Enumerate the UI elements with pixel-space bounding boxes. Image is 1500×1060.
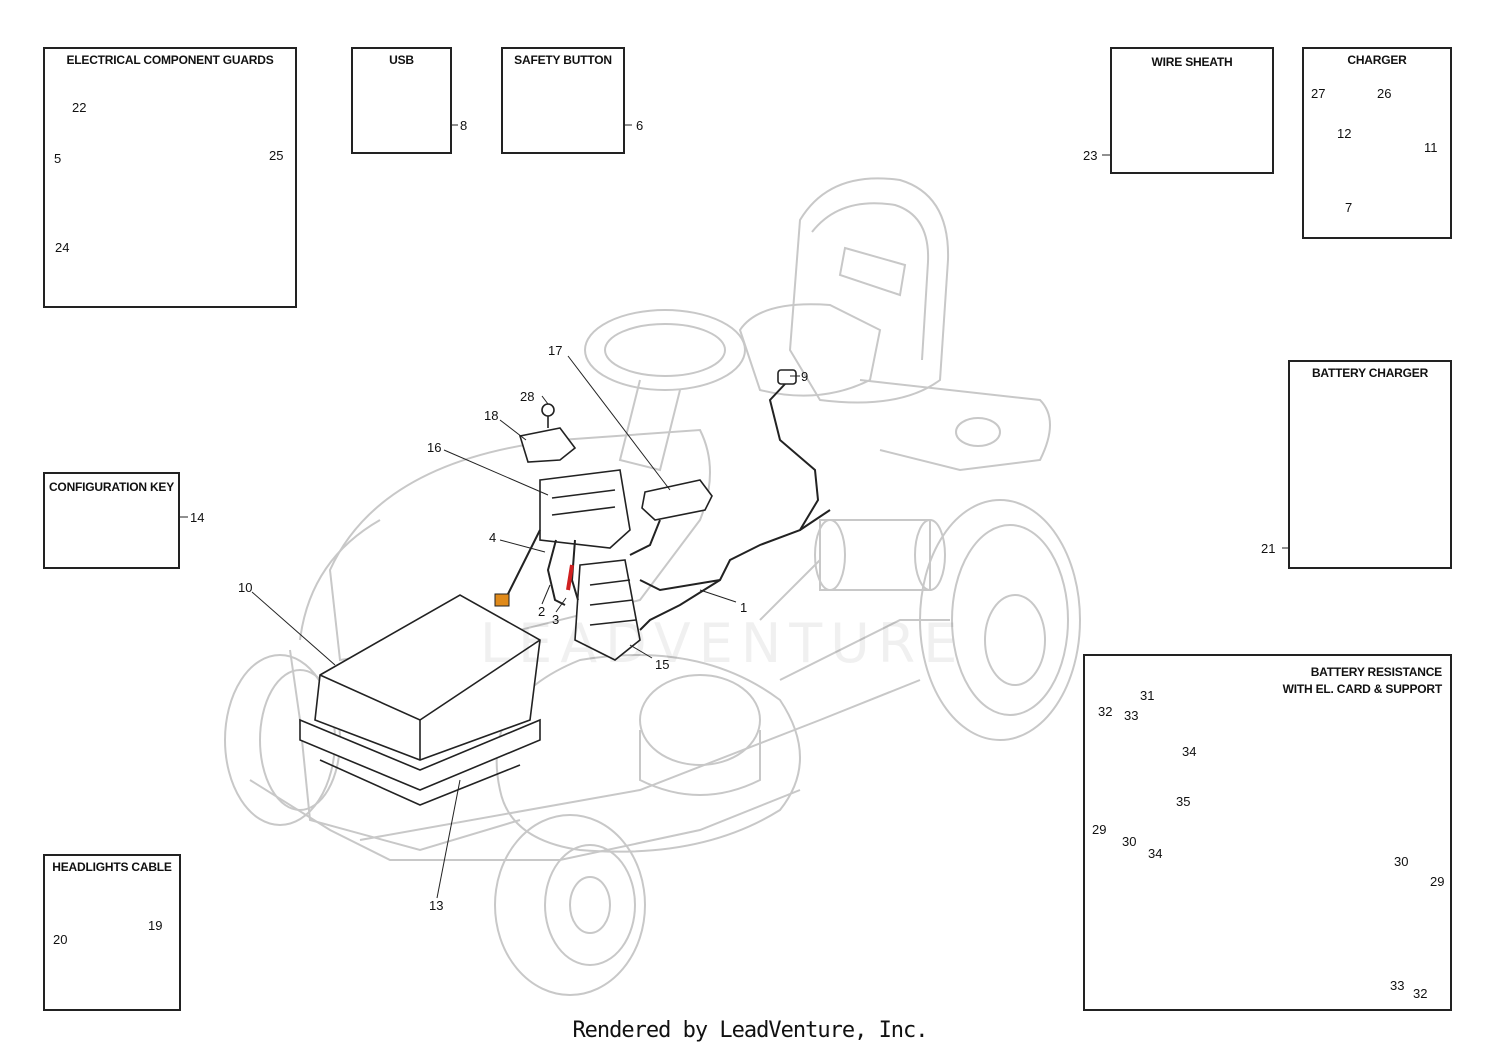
callout-21: 21 <box>1261 541 1276 556</box>
callout-8: 8 <box>460 118 468 133</box>
callout-32-b: 32 <box>1413 986 1428 1001</box>
charger-title: CHARGER <box>1347 53 1407 67</box>
controller-16 <box>539 469 631 549</box>
usb-box: USB <box>351 47 452 154</box>
callout-32-a: 32 <box>1098 704 1113 719</box>
footer-credit: Rendered by LeadVenture, Inc. <box>572 1018 928 1043</box>
callout-25: 25 <box>269 148 284 163</box>
callout-29-b: 29 <box>1430 874 1445 889</box>
callout-16: 16 <box>427 440 442 455</box>
callout-31: 31 <box>1140 688 1155 703</box>
usb-title: USB <box>389 53 414 67</box>
callout-27: 27 <box>1311 86 1326 101</box>
leader-lines <box>251 355 800 899</box>
tray-13 <box>299 718 541 791</box>
callout-6: 6 <box>636 118 644 133</box>
electrical-guards-title: ELECTRICAL COMPONENT GUARDS <box>66 53 274 67</box>
screw-28 <box>541 403 555 417</box>
callout-2: 2 <box>538 604 546 619</box>
wire-sheath-box: WIRE SHEATH <box>1110 47 1274 174</box>
callout-24: 24 <box>55 240 70 255</box>
callout-15: 15 <box>655 657 670 672</box>
main-components <box>299 369 797 806</box>
battery-resistance-box: BATTERY RESISTANCE WITH EL. CARD & SUPPO… <box>1083 654 1452 1011</box>
callout-26: 26 <box>1377 86 1392 101</box>
battery-10 <box>314 594 541 761</box>
callout-19: 19 <box>148 918 163 933</box>
battery-resistance-title-line2: WITH EL. CARD & SUPPORT <box>1282 682 1443 696</box>
callout-33-b: 33 <box>1390 978 1405 993</box>
wire-sheath-title: WIRE SHEATH <box>1151 55 1233 69</box>
battery-charger-title: BATTERY CHARGER <box>1311 366 1429 380</box>
callout-17: 17 <box>548 343 563 358</box>
wiring-harness <box>504 383 831 631</box>
battery-charger-box: BATTERY CHARGER <box>1288 360 1452 569</box>
bracket-18 <box>518 427 577 463</box>
callout-4: 4 <box>489 530 497 545</box>
callout-33-a: 33 <box>1124 708 1139 723</box>
callout-30-b: 30 <box>1394 854 1409 869</box>
callout-18: 18 <box>484 408 499 423</box>
switch-9 <box>777 369 797 385</box>
electrical-guards-box: ELECTRICAL COMPONENT GUARDS <box>43 47 297 308</box>
cable-red <box>566 564 574 591</box>
callout-7: 7 <box>1345 200 1353 215</box>
control-unit-17 <box>641 479 713 521</box>
callout-5: 5 <box>54 151 62 166</box>
safety-button-box: SAFETY BUTTON <box>501 47 625 154</box>
callout-14: 14 <box>190 510 205 525</box>
callout-13: 13 <box>429 898 444 913</box>
watermark: LEADVENTURE <box>480 612 966 675</box>
headlights-cable-title: HEADLIGHTS CABLE <box>52 860 172 874</box>
headlights-cable-box: HEADLIGHTS CABLE <box>43 854 181 1011</box>
callout-34-b: 34 <box>1148 846 1163 861</box>
callout-35: 35 <box>1176 794 1191 809</box>
callout-34-a: 34 <box>1182 744 1197 759</box>
configuration-key-title: CONFIGURATION KEY <box>48 480 175 494</box>
battery-resistance-title-line1: BATTERY RESISTANCE <box>1310 665 1443 679</box>
callout-20: 20 <box>53 932 68 947</box>
callout-10: 10 <box>238 580 253 595</box>
tractor-outline <box>224 177 1081 996</box>
charger-box: CHARGER <box>1302 47 1452 239</box>
safety-button-title: SAFETY BUTTON <box>514 53 612 67</box>
callout-29-a: 29 <box>1092 822 1107 837</box>
callout-1: 1 <box>740 600 748 615</box>
callout-22: 22 <box>72 100 87 115</box>
callout-30-a: 30 <box>1122 834 1137 849</box>
configuration-key-box: CONFIGURATION KEY <box>43 472 180 569</box>
callout-28: 28 <box>520 389 535 404</box>
callout-23: 23 <box>1083 148 1098 163</box>
connector-orange <box>494 593 510 607</box>
callout-3: 3 <box>552 612 560 627</box>
callout-9: 9 <box>801 369 809 384</box>
callout-11: 11 <box>1424 140 1438 155</box>
callout-12: 12 <box>1337 126 1352 141</box>
